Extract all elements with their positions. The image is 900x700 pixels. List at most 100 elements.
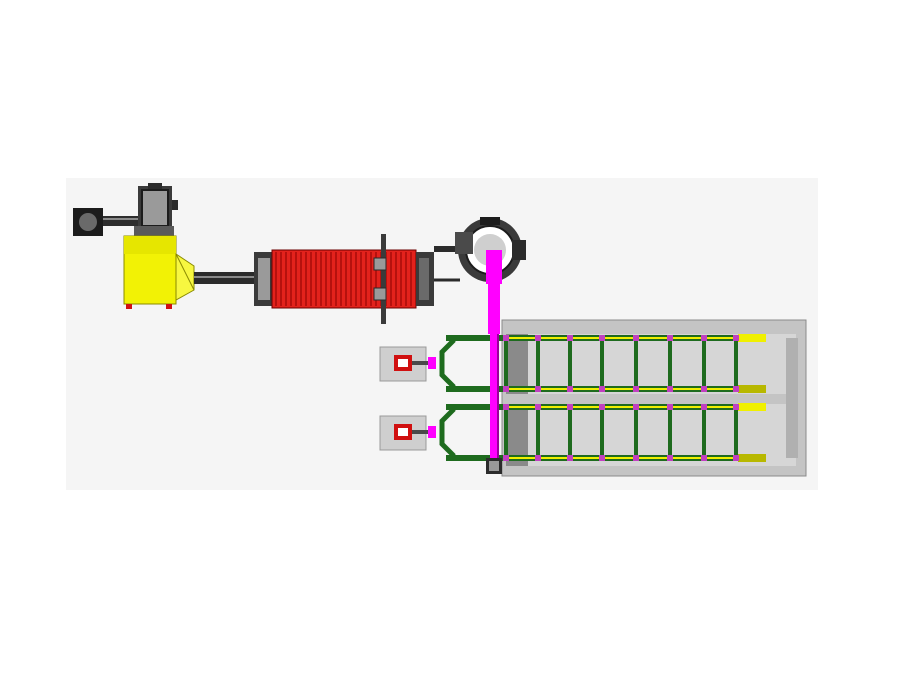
dryer-drum xyxy=(271,249,417,309)
conveyor-top-chute xyxy=(486,250,502,284)
dryer-outlet-face xyxy=(419,258,429,300)
feed-duct-highlight xyxy=(194,276,256,278)
tank-joint xyxy=(535,335,541,341)
tank-joint xyxy=(567,455,573,461)
tank-joint xyxy=(667,404,673,410)
tank-joint xyxy=(535,455,541,461)
tank-joint xyxy=(667,455,673,461)
basin-edge-right xyxy=(786,338,798,458)
tank-line-lower xyxy=(439,403,766,462)
tank-joint xyxy=(733,455,739,461)
blower-unit xyxy=(73,208,143,236)
tank-joint xyxy=(733,386,739,392)
tank-rung xyxy=(702,407,706,458)
tank-joint xyxy=(633,335,639,341)
dryer-ring xyxy=(381,234,386,324)
tank-joint xyxy=(667,386,673,392)
tank-rung xyxy=(634,338,638,389)
cyclone-separator xyxy=(134,183,178,236)
blower-duct xyxy=(103,216,143,226)
cyclone-inner xyxy=(141,189,169,227)
tank-end-cap-top xyxy=(738,403,766,411)
tank-joint xyxy=(599,404,605,410)
tank-joint xyxy=(599,455,605,461)
tank-joint xyxy=(733,404,739,410)
tank-rung xyxy=(536,338,540,389)
conveyor-base-face xyxy=(489,461,499,471)
yellow-collector xyxy=(123,235,195,309)
blower-fan-icon xyxy=(77,211,99,233)
cyclone-base xyxy=(134,226,174,236)
tank-joint xyxy=(535,404,541,410)
tank-line-upper xyxy=(439,334,766,393)
tank-joint xyxy=(701,455,707,461)
tank-joint xyxy=(599,335,605,341)
collector-leg-left xyxy=(126,304,132,309)
pump-shaft-lower xyxy=(412,430,430,434)
bucket-conveyor xyxy=(486,250,502,474)
dryer-ribs xyxy=(275,252,412,306)
pump-core-lower xyxy=(398,428,408,436)
tank-rung xyxy=(734,407,738,458)
pump-core-upper xyxy=(398,359,408,367)
tank-bracket xyxy=(439,338,456,389)
cyclone-top-vent xyxy=(148,183,162,189)
conveyor-mast xyxy=(490,334,498,464)
basin-shadow-lower xyxy=(506,404,528,466)
dryer-inlet-face xyxy=(258,258,270,300)
basin-inner-upper xyxy=(506,334,796,394)
tank-rung xyxy=(504,407,508,458)
furnace-burner xyxy=(512,240,526,260)
dryer-drive-lower xyxy=(373,287,387,301)
collector-hopper-line xyxy=(175,253,195,291)
tank-rung xyxy=(600,338,604,389)
pump-station-upper xyxy=(379,346,436,382)
tank-rung xyxy=(634,407,638,458)
tank-joint xyxy=(733,335,739,341)
tank-rung xyxy=(734,338,738,389)
tank-rung xyxy=(600,407,604,458)
tank-joint xyxy=(701,386,707,392)
pump-coupling-lower xyxy=(428,426,436,438)
furnace-hatch xyxy=(455,232,473,254)
tank-joint xyxy=(567,404,573,410)
tank-rung xyxy=(668,338,672,389)
tank-rung xyxy=(702,338,706,389)
conveyor-upper-belt xyxy=(488,282,500,334)
pump-coupling-upper xyxy=(428,357,436,369)
furnace-top xyxy=(480,217,500,225)
tank-end-cap-top xyxy=(738,334,766,342)
tank-joint xyxy=(503,455,509,461)
tank-joint xyxy=(535,386,541,392)
tank-end-cap-bottom xyxy=(738,385,766,393)
cyclone-side-port xyxy=(172,200,178,210)
tank-rung xyxy=(568,407,572,458)
tank-joint xyxy=(633,386,639,392)
tank-joint xyxy=(633,404,639,410)
tank-bracket xyxy=(439,407,456,458)
tank-rung xyxy=(536,407,540,458)
tank-rung xyxy=(668,407,672,458)
tank-joint xyxy=(667,335,673,341)
tank-joint xyxy=(701,335,707,341)
dryer-drive-upper xyxy=(373,257,387,271)
tank-joint xyxy=(599,386,605,392)
tank-basin xyxy=(501,319,807,477)
tank-joint xyxy=(503,386,509,392)
collector-leg-right xyxy=(166,304,172,309)
pump-station-lower xyxy=(379,415,436,451)
collector-hood xyxy=(124,236,176,254)
feed-duct xyxy=(194,252,274,306)
tank-end-cap-bottom xyxy=(738,454,766,462)
rotary-dryer xyxy=(271,234,460,324)
pump-shaft-upper xyxy=(412,361,430,365)
tank-rung xyxy=(504,338,508,389)
basin-shadow-upper xyxy=(506,334,528,394)
tank-rung xyxy=(568,338,572,389)
tank-joint xyxy=(701,404,707,410)
tank-joint xyxy=(633,455,639,461)
tank-joint xyxy=(503,404,509,410)
conveyor-mast-edge xyxy=(497,334,499,464)
tank-joint xyxy=(503,335,509,341)
tank-joint xyxy=(567,335,573,341)
